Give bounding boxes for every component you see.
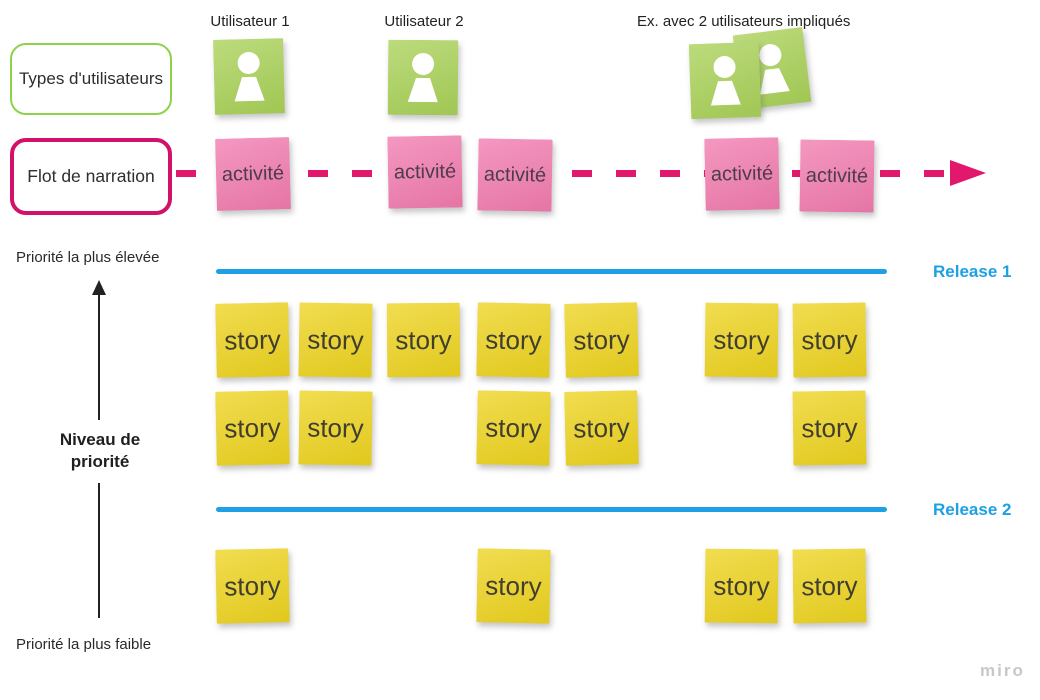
story-note-label: story xyxy=(485,569,542,602)
release-2-label: Release 2 xyxy=(933,500,1012,519)
story-note[interactable]: story xyxy=(476,302,551,378)
story-note-label: story xyxy=(224,323,281,356)
story-note-label: story xyxy=(801,324,858,355)
user1-sticky[interactable] xyxy=(213,38,285,115)
activity-note[interactable]: activité xyxy=(387,135,463,209)
priority-level-label: Niveau de priorité xyxy=(40,429,160,474)
narration-flow-legend-box[interactable]: Flot de narration xyxy=(10,138,172,215)
story-note-label: story xyxy=(307,324,364,355)
story-note-label: story xyxy=(801,570,858,601)
story-note[interactable]: story xyxy=(215,302,290,378)
activity-note[interactable]: activité xyxy=(215,137,291,211)
story-note[interactable]: story xyxy=(215,390,290,466)
activity-note[interactable]: activité xyxy=(477,138,553,212)
story-note[interactable]: story xyxy=(704,302,779,378)
story-note-label: story xyxy=(801,412,858,443)
narration-flow-dashed-line xyxy=(176,170,948,177)
priority-axis-arrowhead-icon xyxy=(92,280,106,295)
user-pair-front-sticky[interactable] xyxy=(688,41,762,120)
priority-level-label-line2: priorité xyxy=(70,452,130,472)
story-note-label: story xyxy=(485,323,542,356)
user2-sticky[interactable] xyxy=(387,39,459,116)
priority-level-label-line1: Niveau de xyxy=(59,430,141,449)
user1-header-label: Utilisateur 1 xyxy=(210,13,290,30)
narration-flow-legend-label: Flot de narration xyxy=(27,166,155,186)
activity-note-label: activité xyxy=(805,164,869,187)
narration-flow-arrowhead-icon xyxy=(950,160,986,186)
activity-note-label: activité xyxy=(221,161,285,186)
story-note[interactable]: story xyxy=(564,302,639,378)
priority-axis-line-lower xyxy=(98,483,100,618)
release-1-label: Release 1 xyxy=(933,262,1012,281)
story-note[interactable]: story xyxy=(564,390,639,466)
story-note-label: story xyxy=(485,411,542,444)
person-icon xyxy=(234,51,265,101)
story-note[interactable]: story xyxy=(476,548,551,624)
story-note[interactable]: story xyxy=(298,390,373,466)
story-note-label: story xyxy=(713,324,770,355)
user2-header-label: Utilisateur 2 xyxy=(384,13,464,30)
user-pair-back-sticky[interactable] xyxy=(732,27,812,110)
story-note-label: story xyxy=(572,323,630,356)
story-note[interactable]: story xyxy=(792,390,867,466)
story-note[interactable]: story xyxy=(298,302,373,378)
story-note-label: story xyxy=(713,570,770,601)
release-1-line xyxy=(216,269,887,274)
two-users-example-label: Ex. avec 2 utilisateurs impliqués xyxy=(637,13,851,30)
story-note-label: story xyxy=(395,324,452,355)
story-note[interactable]: story xyxy=(386,302,461,378)
priority-high-label: Priorité la plus élevée xyxy=(16,249,160,266)
priority-axis-line-upper xyxy=(98,294,100,420)
story-note-label: story xyxy=(224,569,281,602)
story-note-label: story xyxy=(572,411,630,444)
activity-note-label: activité xyxy=(710,161,774,186)
user-types-legend-box[interactable]: Types d'utilisateurs xyxy=(10,43,172,115)
story-note[interactable]: story xyxy=(792,548,867,624)
activity-note[interactable]: activité xyxy=(799,139,875,213)
miro-watermark: miro xyxy=(980,661,1025,680)
priority-low-label: Priorité la plus faible xyxy=(16,636,152,653)
story-note[interactable]: story xyxy=(476,390,551,466)
person-icon xyxy=(407,52,438,102)
person-icon xyxy=(759,43,790,95)
story-note[interactable]: story xyxy=(215,548,290,624)
release-2-line xyxy=(216,507,887,512)
story-note[interactable]: story xyxy=(792,302,867,378)
activity-note[interactable]: activité xyxy=(704,137,780,211)
story-note-label: story xyxy=(307,412,364,443)
story-note[interactable]: story xyxy=(704,548,779,624)
activity-note-label: activité xyxy=(393,159,457,184)
person-icon xyxy=(710,55,741,106)
user-types-legend-label: Types d'utilisateurs xyxy=(18,69,164,88)
story-note-label: story xyxy=(224,411,281,444)
activity-note-label: activité xyxy=(483,162,547,187)
